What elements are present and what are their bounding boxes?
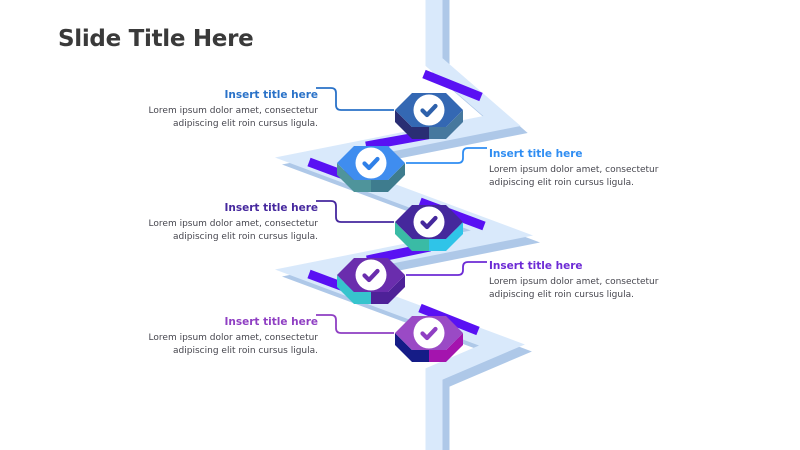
- item-2-title[interactable]: Insert title here: [489, 148, 583, 160]
- connector-item-5: [316, 314, 394, 334]
- ribbon: [274, 0, 534, 450]
- item-4-textblock: Insert title here Lorem ipsum dolor amet…: [489, 260, 658, 302]
- item-5-body[interactable]: Lorem ipsum dolor amet, consectetur adip…: [149, 332, 318, 358]
- item-2-body[interactable]: Lorem ipsum dolor amet, consectetur adip…: [489, 164, 658, 190]
- item-1-body-line-2: adipiscing elit roin cursus ligula.: [173, 119, 318, 129]
- item-2-body-line-1: Lorem ipsum dolor amet, consectetur: [489, 165, 659, 175]
- hexagon-right-face-item-3: [429, 222, 463, 251]
- item-3-title[interactable]: Insert title here: [224, 202, 318, 214]
- hexagon-left-face-item-5: [395, 333, 429, 362]
- hexagon-right-face-item-2: [371, 163, 405, 192]
- slide-title[interactable]: Slide Title Here: [58, 26, 254, 52]
- hexagon-right-face-item-4: [371, 275, 405, 304]
- hexagon-left-face-item-2: [337, 163, 371, 192]
- check-icon: [362, 268, 380, 283]
- hexagon-left-face-item-3: [395, 222, 429, 251]
- item-4-title[interactable]: Insert title here: [489, 260, 583, 272]
- item-2-body-line-2: adipiscing elit roin cursus ligula.: [489, 178, 634, 188]
- item-4-body-line-1: Lorem ipsum dolor amet, consectetur: [489, 277, 659, 287]
- check-icon: [420, 215, 438, 230]
- item-5-body-line-2: adipiscing elit roin cursus ligula.: [173, 346, 318, 356]
- connector-item-3: [316, 200, 394, 223]
- item-1-body-line-1: Lorem ipsum dolor amet, consectetur: [148, 106, 318, 116]
- item-3-textblock: Insert title here Lorem ipsum dolor amet…: [149, 202, 318, 244]
- item-4-body-line-2: adipiscing elit roin cursus ligula.: [489, 290, 634, 300]
- item-5-textblock: Insert title here Lorem ipsum dolor amet…: [149, 316, 318, 358]
- check-icon: [420, 326, 438, 341]
- check-icon: [362, 156, 380, 171]
- item-5-title[interactable]: Insert title here: [224, 316, 318, 328]
- item-1-title[interactable]: Insert title here: [224, 89, 318, 101]
- connector-item-2: [406, 147, 487, 164]
- hexagon-left-face-item-1: [395, 110, 429, 139]
- item-1-body[interactable]: Lorem ipsum dolor amet, consectetur adip…: [149, 105, 318, 131]
- item-3-body-line-2: adipiscing elit roin cursus ligula.: [173, 232, 318, 242]
- hexagon-right-face-item-5: [429, 333, 463, 362]
- item-3-body-line-1: Lorem ipsum dolor amet, consectetur: [148, 219, 318, 229]
- item-3-body[interactable]: Lorem ipsum dolor amet, consectetur adip…: [149, 218, 318, 244]
- connector-item-4: [406, 261, 487, 276]
- connector-item-1: [316, 87, 394, 111]
- hexagon-right-face-item-1: [429, 110, 463, 139]
- item-1-textblock: Insert title here Lorem ipsum dolor amet…: [149, 89, 318, 131]
- check-icon: [420, 103, 438, 118]
- item-5-body-line-1: Lorem ipsum dolor amet, consectetur: [148, 333, 318, 343]
- hexagon-left-face-item-4: [337, 275, 371, 304]
- item-4-body[interactable]: Lorem ipsum dolor amet, consectetur adip…: [489, 276, 658, 302]
- accent-strip: [422, 69, 483, 102]
- item-2-textblock: Insert title here Lorem ipsum dolor amet…: [489, 148, 658, 190]
